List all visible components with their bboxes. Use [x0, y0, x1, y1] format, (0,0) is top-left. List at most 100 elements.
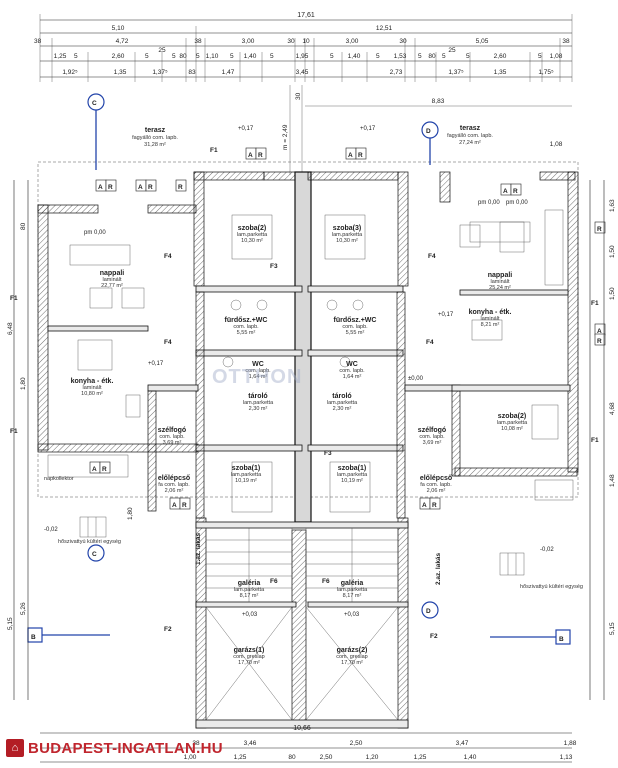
room-area: 2,30 m²: [333, 406, 352, 412]
tag-f6: F6: [322, 578, 330, 585]
room-area: 17,70 m²: [341, 660, 363, 666]
dim-label: 5,26: [20, 602, 27, 615]
room-area: 2,06 m²: [165, 488, 184, 494]
room-floor: lam.parketta: [337, 587, 368, 593]
level-mark: -0,02: [540, 547, 554, 553]
tag-r: R: [182, 502, 187, 509]
room-floor: laminált: [103, 277, 122, 283]
svg-text:5: 5: [418, 53, 422, 60]
dim-label: 3,45: [296, 69, 309, 76]
dim-label: 80: [428, 53, 436, 60]
room-konyha-left: konyha - étk.: [71, 378, 114, 385]
watermark-logo: ⌂ BUDAPEST-INGATLAN.HU: [6, 738, 223, 758]
dim-label: 4,72: [116, 38, 129, 45]
tag-a: A: [422, 502, 427, 509]
terrace-left-desc: fagyálló com. lapb.: [132, 135, 178, 141]
dim-label: 38: [194, 38, 202, 45]
dim-label: 1,40: [464, 754, 477, 761]
dim-label: 38: [192, 740, 200, 747]
room-area: 17,70 m²: [238, 660, 260, 666]
dim-label: 1,80: [20, 377, 27, 390]
tag-a: A: [172, 502, 177, 509]
terrace-right-desc: fagyálló com. lapb.: [447, 133, 493, 139]
dim-label: 25: [448, 47, 456, 54]
level-mark: -0,02: [44, 527, 58, 533]
section-d-bottom: D: [426, 608, 431, 615]
tag-a: A: [348, 152, 353, 159]
bottom-dimension-chain: 10,66 38 3,46 2,50 3,47 1,88 1,00 1,25 8…: [40, 725, 577, 763]
dim-label: 5,05: [476, 38, 489, 45]
stair-label-right: 2.az. lakás: [435, 552, 442, 585]
level-mark: +0,17: [238, 126, 254, 132]
stair-labels: 1.az. lakás 2.az. lakás: [195, 532, 442, 585]
room-area: 22,77 m²: [101, 283, 123, 289]
room-floor: lam.parketta: [337, 472, 368, 478]
dim-label: 1,92⁵: [62, 69, 78, 76]
room-floor: com. lapb.: [342, 324, 368, 330]
tag-r: R: [178, 184, 183, 191]
level-markers: +0,17 +0,17 +0,17 ±0,00 +0,17 +0,03 +0,0…: [44, 126, 554, 618]
dim-label: 1,50: [609, 287, 616, 300]
dim-label: 1,25: [414, 754, 427, 761]
room-furdo-right: fürdősz.+WC: [334, 317, 377, 324]
tag-a: A: [503, 188, 508, 195]
room-floor: com. lapb.: [339, 368, 365, 374]
room-area: 3,69 m²: [163, 440, 182, 446]
tag-a: A: [92, 466, 97, 473]
level-mark: pm 0,00: [84, 230, 106, 236]
tag-r: R: [148, 184, 153, 191]
tag-r: R: [597, 226, 602, 233]
dim-label: 30: [399, 38, 407, 45]
right-dimension-chain: 1,63 1,50 1,50 4,68 1,48 5,15: [589, 180, 616, 700]
room-floor: com. greslap: [336, 654, 368, 660]
dim-label: 1,47: [222, 69, 235, 76]
tag-f4: F4: [164, 339, 172, 346]
section-c-top: C: [92, 100, 97, 107]
svg-text:5: 5: [196, 53, 200, 60]
room-floor: com. lapb.: [159, 434, 185, 440]
dim-label: 38: [562, 38, 570, 45]
svg-text:5: 5: [172, 53, 176, 60]
room-galeria-right: galéria: [341, 580, 364, 587]
heat-pump-units: hőszivattyú kültéri egység hőszivattyú k…: [44, 476, 583, 590]
dim-label: 3,47: [456, 740, 469, 747]
room-elolepcso-right: előlépcső: [420, 475, 452, 482]
tag-f1: F1: [591, 437, 599, 444]
svg-text:5: 5: [270, 53, 274, 60]
terrace-left: terasz fagyálló com. lapb. 31,28 m²: [132, 127, 178, 148]
tag-f4: F4: [426, 339, 434, 346]
dim-label: 10: [302, 38, 310, 45]
tag-r: R: [513, 188, 518, 195]
dim-label: 1,80: [127, 507, 134, 520]
dim-label: 1,88: [564, 740, 577, 747]
level-mark: +0,17: [360, 126, 376, 132]
room-floor: lam.parketta: [327, 400, 358, 406]
tag-f2: F2: [430, 633, 438, 640]
dim-label: 2,60: [494, 53, 507, 60]
room-floor: fa com. lapb.: [158, 482, 190, 488]
dim-label: 2,73: [390, 69, 403, 76]
dim-overall-top: 17,61: [297, 12, 315, 19]
room-area: 8,17 m²: [240, 593, 259, 599]
svg-text:5: 5: [74, 53, 78, 60]
level-mark: pm 0,00: [506, 200, 528, 206]
room-floor: laminált: [481, 316, 500, 322]
room-area: 10,19 m²: [341, 478, 363, 484]
dim-label: 2,50: [350, 740, 363, 747]
tag-a: A: [597, 328, 602, 335]
dim-label: 2,60: [112, 53, 125, 60]
svg-text:5: 5: [466, 53, 470, 60]
section-d-top: D: [426, 128, 431, 135]
tag-a: A: [98, 184, 103, 191]
room-galeria-left: galéria: [238, 580, 261, 587]
tag-r: R: [108, 184, 113, 191]
room-area: 10,80 m²: [81, 391, 103, 397]
room-floor: lam.parketta: [497, 420, 528, 426]
tag-r: R: [597, 338, 602, 345]
tag-r: R: [432, 502, 437, 509]
room-floor: com. lapb.: [419, 434, 445, 440]
terrace-right-name: terasz: [460, 125, 481, 132]
level-mark: pm 0,00: [478, 200, 500, 206]
dim-top-left: 5,10: [112, 25, 125, 32]
tag-f2: F2: [164, 626, 172, 633]
